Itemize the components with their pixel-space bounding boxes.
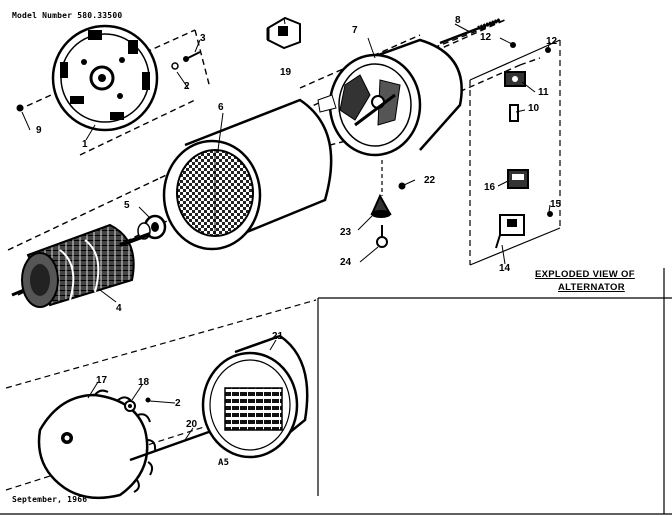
callout-9: 9 bbox=[36, 125, 42, 136]
callout-10: 10 bbox=[528, 103, 540, 114]
callout-24: 24 bbox=[340, 257, 352, 268]
callout-12-right: 12 bbox=[546, 36, 558, 47]
callout-22: 22 bbox=[424, 175, 436, 186]
diagram-title-line-1: EXPLODED VIEW OF bbox=[535, 269, 635, 280]
callout-3: 3 bbox=[200, 33, 206, 44]
date-label: September, 1966 bbox=[12, 495, 88, 504]
screw-part-9 bbox=[16, 104, 24, 112]
end-housing-part-1 bbox=[51, 24, 159, 132]
model-number-label: Model Number 580.33500 bbox=[12, 11, 123, 20]
regulator-part-14 bbox=[495, 214, 525, 249]
bearing-part-5 bbox=[137, 214, 167, 240]
callout-12: 12 bbox=[480, 32, 492, 43]
leader-lines bbox=[21, 17, 551, 441]
connector-part-16 bbox=[507, 169, 529, 189]
callout-2-lower: 2 bbox=[175, 398, 181, 409]
callout-18: 18 bbox=[138, 377, 150, 388]
callout-2: 2 bbox=[184, 81, 190, 92]
callout-21: 21 bbox=[272, 331, 284, 342]
callout-17: 17 bbox=[96, 375, 108, 386]
end-cover-part-21 bbox=[201, 334, 309, 459]
callout-8: 8 bbox=[455, 15, 461, 26]
callout-23: 23 bbox=[340, 227, 352, 238]
callout-5: 5 bbox=[124, 200, 130, 211]
fan-part-17 bbox=[37, 389, 157, 500]
rotor-part-4 bbox=[11, 223, 151, 308]
callout-20: 20 bbox=[186, 419, 198, 430]
callout-19: 19 bbox=[280, 67, 292, 78]
screw-part-13 bbox=[545, 47, 551, 53]
callout-15: 15 bbox=[550, 199, 562, 210]
screw-part-3 bbox=[183, 51, 201, 62]
end-bell-part-7 bbox=[317, 38, 463, 157]
washer-part-18 bbox=[124, 400, 136, 412]
callout-1: 1 bbox=[82, 139, 88, 150]
knob-part-23 bbox=[370, 193, 392, 218]
callout-14: 14 bbox=[499, 263, 511, 274]
nut-part-22 bbox=[398, 182, 406, 190]
callout-16: 16 bbox=[484, 182, 496, 193]
fuse-part-10 bbox=[509, 104, 519, 122]
callout-7: 7 bbox=[352, 25, 358, 36]
screw-part-24 bbox=[376, 225, 388, 248]
washer-part-2-lower bbox=[145, 397, 151, 403]
callout-11: 11 bbox=[538, 87, 549, 98]
terminal-block-frame bbox=[469, 39, 561, 266]
callout-6: 6 bbox=[218, 102, 224, 113]
washer-part-2 bbox=[171, 62, 179, 70]
reference-code: A5 bbox=[218, 458, 230, 468]
screw-part-15 bbox=[547, 211, 553, 217]
stator-housing-part-6 bbox=[162, 98, 333, 251]
brush-holder-part-19 bbox=[266, 16, 301, 50]
terminal-part-11 bbox=[504, 71, 526, 87]
diagram-title-line-2: ALTERNATOR bbox=[558, 282, 625, 293]
callout-4: 4 bbox=[116, 303, 122, 314]
